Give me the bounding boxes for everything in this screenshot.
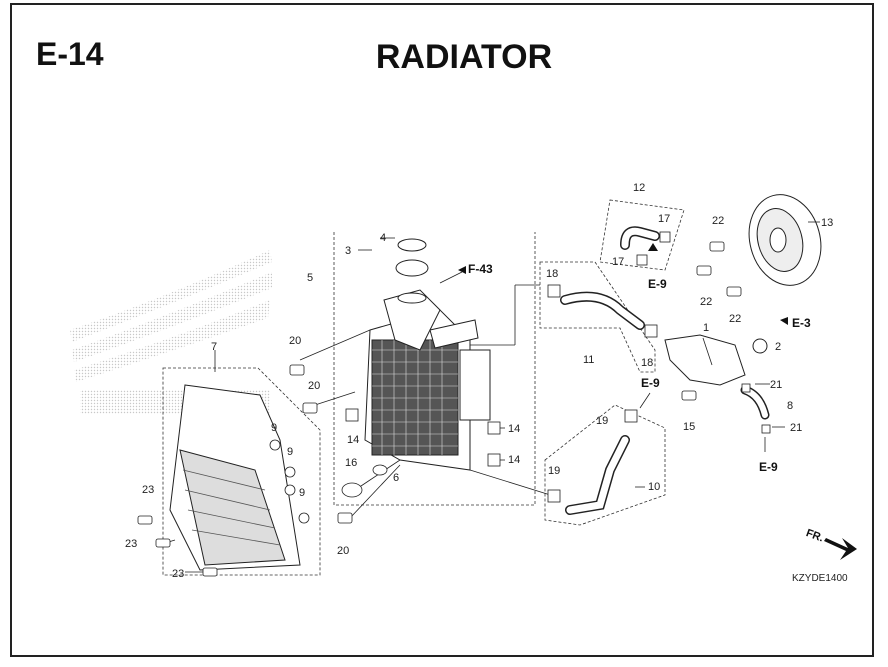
callout-17a: 17 bbox=[658, 213, 670, 225]
callout-14c: 14 bbox=[508, 454, 520, 466]
ref-e3-arrow bbox=[780, 317, 788, 325]
hose-10-inner bbox=[566, 436, 629, 514]
callout-10: 10 bbox=[648, 481, 660, 493]
page-border bbox=[10, 3, 874, 657]
callout-13: 13 bbox=[821, 217, 833, 229]
callout-22a: 22 bbox=[712, 215, 724, 227]
ref-f43: F-43 bbox=[468, 262, 493, 276]
callout-15: 15 bbox=[683, 421, 695, 433]
callout-12: 12 bbox=[633, 182, 645, 194]
callout-19b: 19 bbox=[548, 465, 560, 477]
ref-e9-top: E-9 bbox=[648, 277, 667, 291]
callout-19a: 19 bbox=[596, 415, 608, 427]
section-code: E-14 bbox=[36, 36, 104, 72]
ref-e3: E-3 bbox=[792, 316, 811, 330]
callout-7: 7 bbox=[211, 341, 217, 353]
diagram-code: KZYDE1400 bbox=[792, 573, 848, 584]
callout-2: 2 bbox=[775, 341, 781, 353]
callout-9b: 9 bbox=[287, 446, 293, 458]
ref-e9-mid: E-9 bbox=[641, 376, 660, 390]
hose-12-inner bbox=[621, 227, 659, 249]
hose-11-inner bbox=[561, 293, 644, 329]
callout-9c: 9 bbox=[299, 487, 305, 499]
group-box-shroud bbox=[162, 367, 321, 576]
callout-23b: 23 bbox=[125, 538, 137, 550]
honda-wing-watermark bbox=[70, 250, 272, 414]
callout-20a: 20 bbox=[289, 335, 301, 347]
callout-18b: 18 bbox=[641, 357, 653, 369]
fasteners bbox=[137, 231, 771, 577]
callout-11: 11 bbox=[583, 354, 594, 366]
callout-21a: 21 bbox=[770, 379, 782, 391]
page-title: RADIATOR bbox=[375, 38, 553, 76]
group-box-hose-12 bbox=[599, 199, 685, 271]
callout-16: 16 bbox=[345, 457, 357, 469]
callout-23c: 23 bbox=[172, 568, 184, 580]
callout-14b: 14 bbox=[508, 423, 520, 435]
group-box-hose-10 bbox=[544, 404, 666, 526]
callout-5: 5 bbox=[307, 272, 313, 284]
cooling-fan bbox=[748, 194, 822, 286]
callout-18a: 18 bbox=[546, 268, 558, 280]
ref-f43-arrow bbox=[458, 266, 466, 274]
callout-4: 4 bbox=[380, 232, 386, 244]
callout-22b: 22 bbox=[700, 296, 712, 308]
callout-22c: 22 bbox=[729, 313, 741, 325]
callout-20b: 20 bbox=[308, 380, 320, 392]
group-box-hose-11 bbox=[539, 261, 656, 373]
ref-e9-top-arrow bbox=[648, 243, 658, 251]
callout-9a: 9 bbox=[271, 422, 277, 434]
callout-21b: 21 bbox=[790, 422, 802, 434]
radiator-shroud bbox=[169, 384, 301, 571]
direction-label: FR. bbox=[804, 527, 825, 544]
callout-20c: 20 bbox=[337, 545, 349, 557]
front-direction-arrow bbox=[824, 538, 857, 560]
callout-14a: 14 bbox=[347, 434, 359, 446]
callout-17b: 17 bbox=[612, 256, 624, 268]
group-box-radiator bbox=[333, 232, 536, 506]
pump-housing bbox=[664, 334, 768, 386]
callout-6: 6 bbox=[393, 472, 399, 484]
callout-8: 8 bbox=[787, 400, 793, 412]
callout-23a: 23 bbox=[142, 484, 154, 496]
callout-3: 3 bbox=[345, 245, 351, 257]
callout-1: 1 bbox=[703, 322, 709, 334]
ref-e9-right: E-9 bbox=[759, 460, 778, 474]
